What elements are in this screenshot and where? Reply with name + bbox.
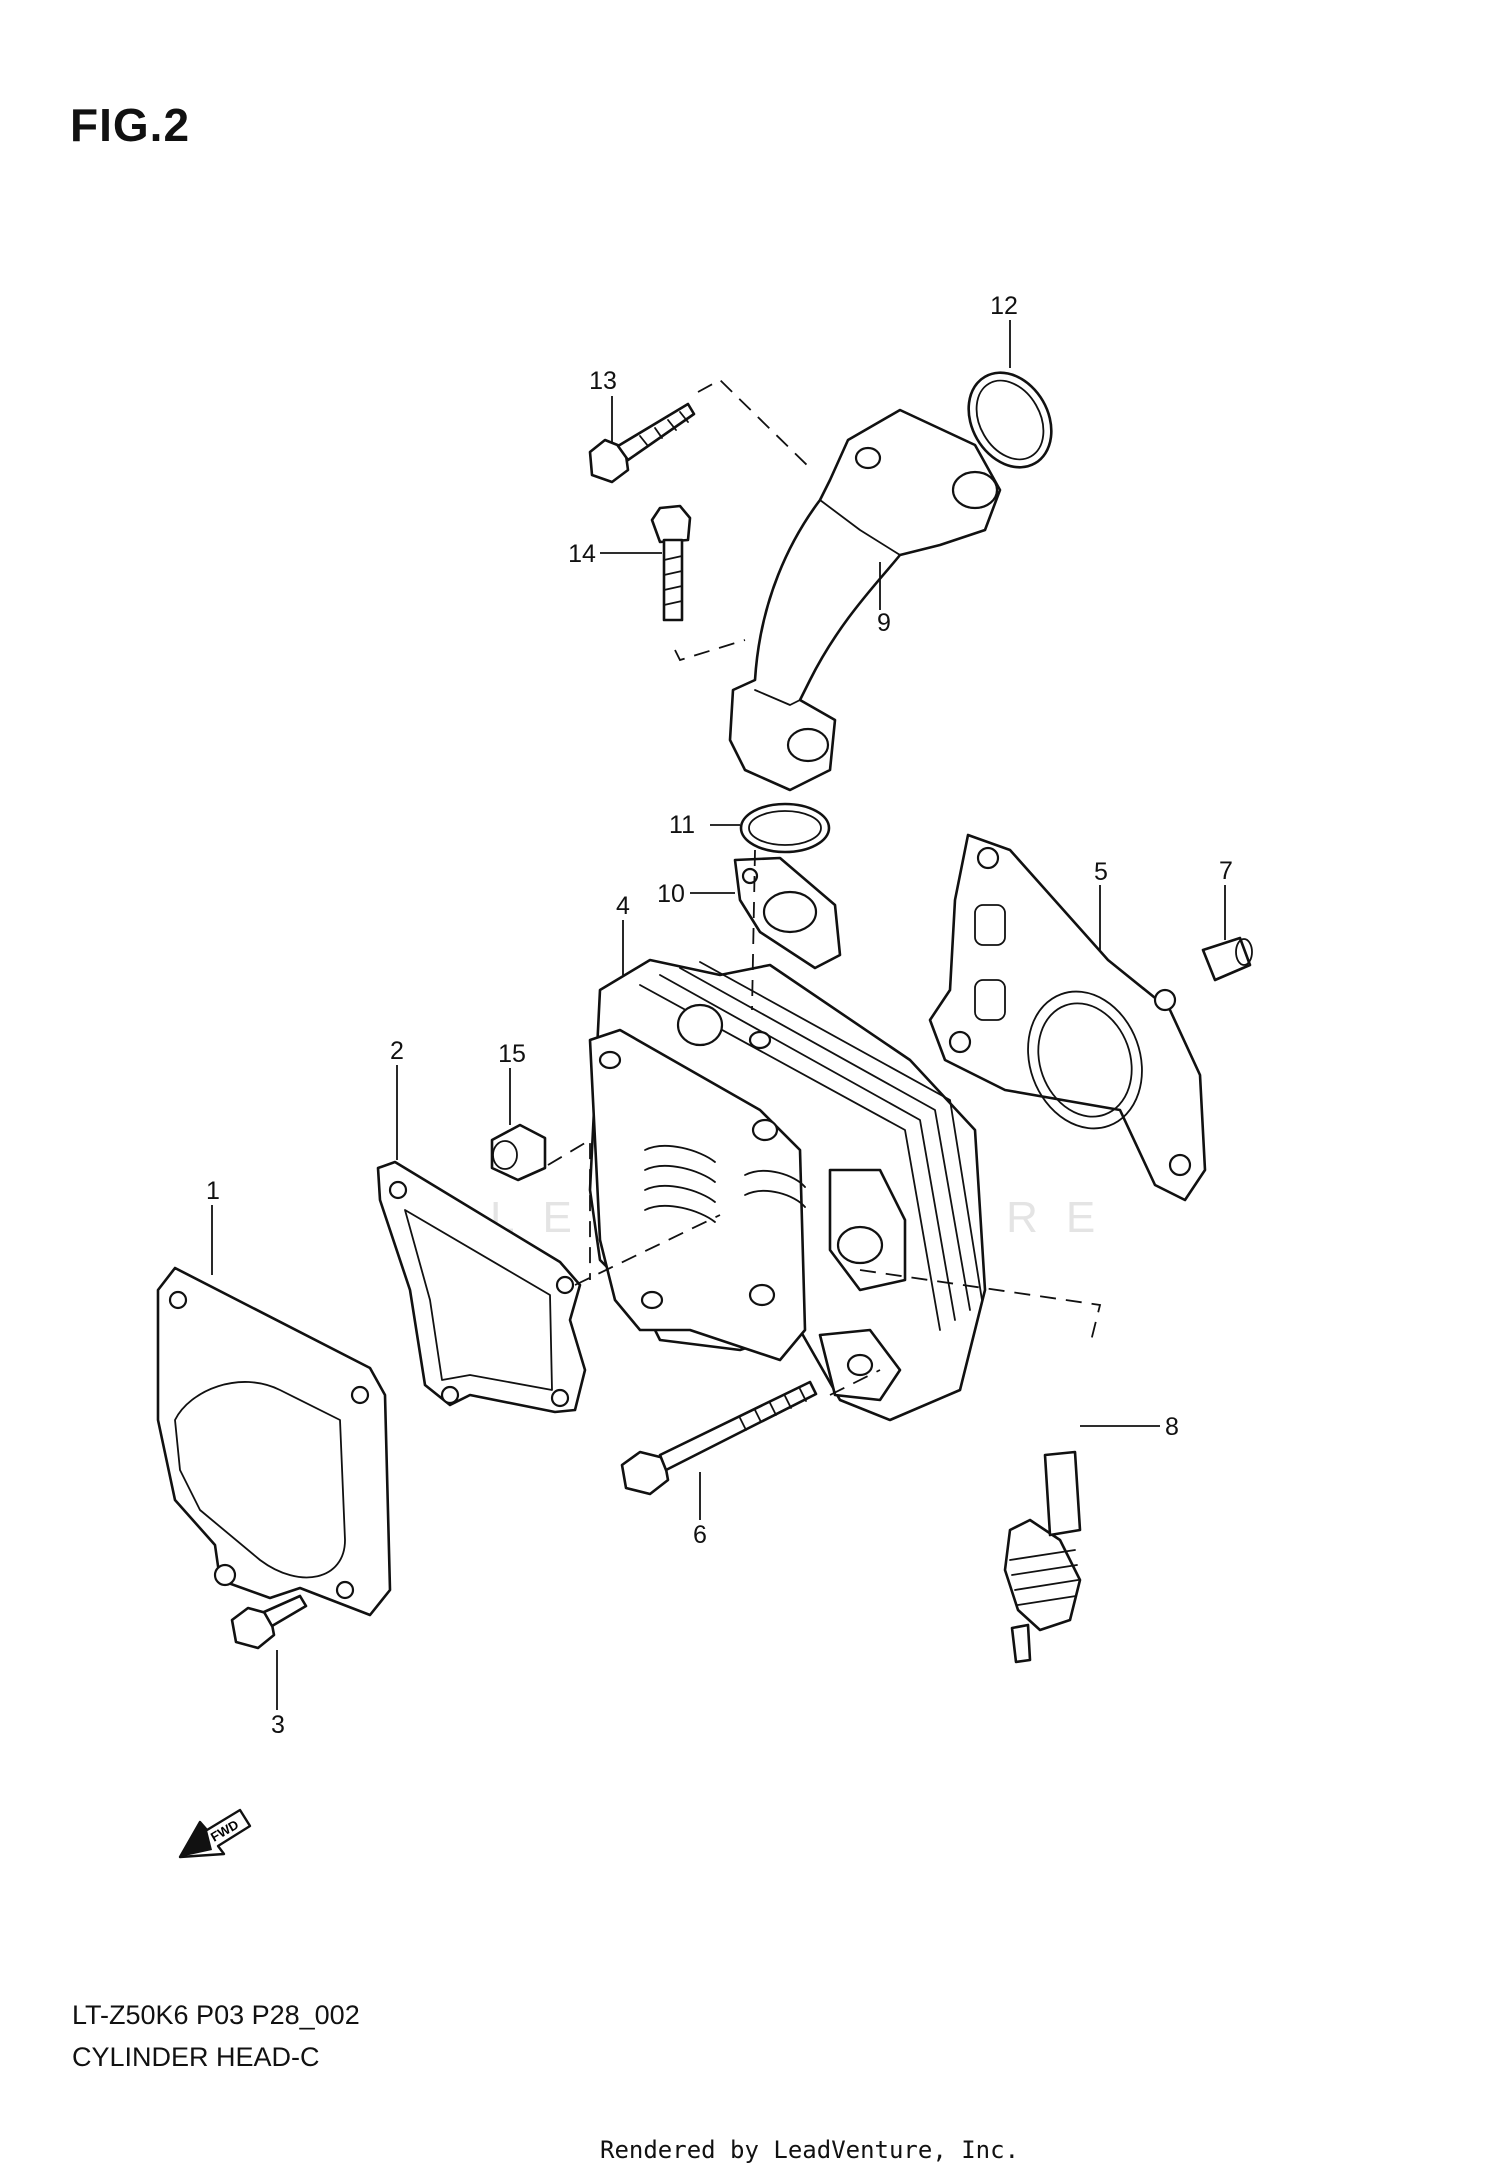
callout-5: 5 (1094, 858, 1108, 886)
intake-pipe (728, 408, 1002, 792)
callout-3: 3 (271, 1711, 285, 1739)
figure-title: FIG.2 (70, 99, 191, 151)
cap-nut (490, 1123, 547, 1182)
callout-9: 9 (877, 609, 891, 637)
callout-7: 7 (1219, 857, 1233, 885)
head-cover-gasket (376, 1160, 587, 1414)
callout-6: 6 (693, 1521, 707, 1549)
cylinder-head (588, 958, 987, 1422)
fwd-arrow-icon: FWD (178, 1808, 252, 1859)
callout-15: 15 (498, 1040, 526, 1068)
diagram-code: LT-Z50K6 P03 P28_002 (72, 2000, 360, 2030)
bolt-14 (650, 504, 692, 622)
o-ring-upper (967, 371, 1053, 469)
callout-labels: 1 2 3 4 5 6 7 8 9 10 11 12 13 14 15 (206, 292, 1233, 1739)
callout-13: 13 (589, 367, 617, 395)
bolt-13 (588, 402, 696, 484)
bolt-3 (230, 1594, 308, 1650)
callout-8: 8 (1165, 1413, 1179, 1441)
o-ring-lower (739, 802, 831, 854)
callout-4: 4 (616, 892, 630, 920)
callout-12: 12 (990, 292, 1018, 320)
callout-1: 1 (206, 1177, 220, 1205)
bolt-6 (620, 1380, 818, 1496)
assembly-dash-lines (547, 378, 1102, 1396)
rendered-by-credit: Rendered by LeadVenture, Inc. (600, 2136, 1020, 2164)
diagram-name: CYLINDER HEAD-C (72, 2042, 320, 2072)
dowel-pin (1201, 936, 1253, 982)
insulator-gasket (733, 856, 842, 970)
callout-14: 14 (568, 540, 596, 568)
spark-plug (1003, 1450, 1082, 1664)
callout-2: 2 (390, 1037, 404, 1065)
cylinder-head-cover (156, 1266, 392, 1617)
cylinder-head-gasket (928, 833, 1207, 1202)
leader-lines (211, 320, 1226, 1710)
callout-10: 10 (657, 880, 685, 908)
callout-11: 11 (669, 811, 695, 839)
